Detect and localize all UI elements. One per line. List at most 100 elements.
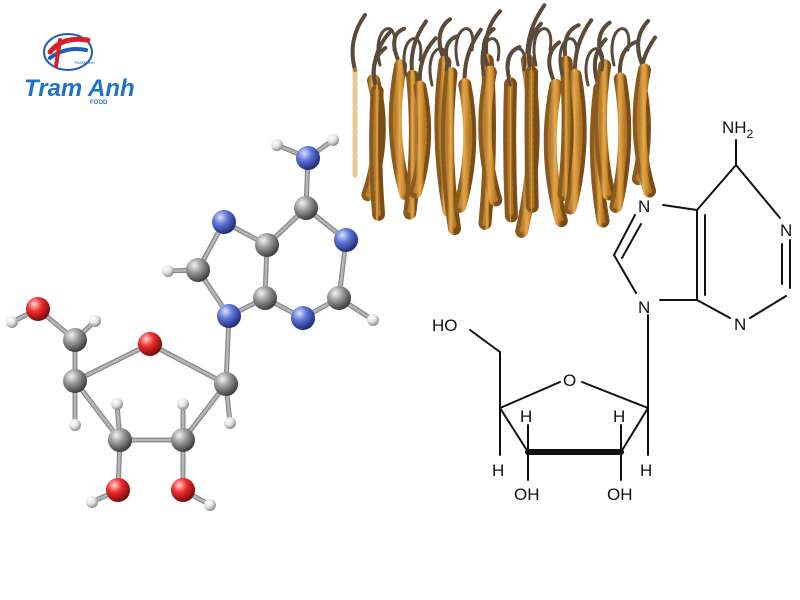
label-n3: N xyxy=(734,315,746,334)
stroma-0 xyxy=(350,13,367,72)
atom-h-h5o xyxy=(6,316,18,328)
stroma-curl-5 xyxy=(506,47,527,87)
atom-c-c5p xyxy=(63,328,87,352)
label-oh2: OH xyxy=(607,485,633,504)
bond-c1-o4 xyxy=(581,381,649,409)
cordyceps-rings-11 xyxy=(507,81,514,219)
atom-n-n1 xyxy=(334,228,358,252)
label-h-c3: H xyxy=(520,407,532,426)
label-oh3: OH xyxy=(514,485,540,504)
atom-c-c4p xyxy=(63,369,87,393)
atom-h-h2p xyxy=(177,398,189,410)
cordyceps-rings-21 xyxy=(636,67,653,194)
cordyceps-rings-7 xyxy=(444,70,458,232)
cordyceps-rings-18 xyxy=(597,63,612,197)
atom-c-c3 xyxy=(108,428,132,452)
stroma-curl-6 xyxy=(532,27,553,67)
cordyceps-rings-19 xyxy=(613,76,628,209)
ball-bond-highlight-O4-C4p xyxy=(73,342,152,383)
cordyceps-rings-14 xyxy=(547,82,564,224)
bond-c1-c2 xyxy=(620,407,649,453)
stroma-curl-0 xyxy=(376,27,397,67)
label-h-c1: H xyxy=(640,461,652,480)
atom-c-c8 xyxy=(186,258,210,282)
atom-h-h2o xyxy=(204,499,216,511)
stroma-curl-7 xyxy=(558,37,579,77)
bond-c2-n3 xyxy=(749,295,787,319)
logo-mark-icon: TRAM ANH xyxy=(43,33,95,71)
bond-c5-n7 xyxy=(662,204,698,211)
ball-and-stick-model xyxy=(6,134,379,511)
bond-o4-c4 xyxy=(499,381,561,409)
atom-o-o3 xyxy=(106,478,130,502)
stroma-21 xyxy=(636,19,651,72)
label-h-c2: H xyxy=(613,407,625,426)
atom-h-h8 xyxy=(162,265,174,277)
cordyceps-rings-3 xyxy=(392,63,409,197)
atom-h-h6a xyxy=(271,139,283,151)
label-n7: N xyxy=(638,197,650,216)
atom-h-h6b xyxy=(327,134,339,146)
atom-h-h2 xyxy=(367,314,379,326)
logo-sub-text: FOOD xyxy=(90,100,108,106)
stroma-curl-3 xyxy=(454,27,475,67)
ball-bond-highlight-C4p-C3 xyxy=(73,379,122,442)
ball-model-atoms xyxy=(6,134,379,511)
atom-o-o2 xyxy=(171,478,195,502)
cordyceps-rings-13 xyxy=(528,70,535,209)
bond-c8-n9 xyxy=(613,254,637,294)
atom-c-c2 xyxy=(327,286,351,310)
structure-labels: NH2 N N N N O HO OH OH H H H H xyxy=(432,118,792,504)
bond-n7-c8 xyxy=(613,214,636,256)
atom-n-n6 xyxy=(296,146,320,170)
atom-n-n9 xyxy=(217,304,241,328)
atom-c-c6 xyxy=(294,196,318,220)
brand-logo: TRAM ANH Tram Anh FOOD xyxy=(24,33,135,106)
label-h-c4: H xyxy=(492,461,504,480)
atom-c-c5 xyxy=(255,233,279,257)
label-ring-o: O xyxy=(563,371,576,390)
atom-h-h3o xyxy=(86,496,98,508)
atom-h-h5p xyxy=(89,315,101,327)
logo-mark-text: TRAM ANH xyxy=(74,60,95,65)
stroma-curl-1 xyxy=(402,37,423,77)
atom-n-n7 xyxy=(212,210,236,234)
atom-o-o4 xyxy=(138,332,162,356)
ball-bond-highlight-C1-O4 xyxy=(148,342,228,386)
stroma-curl-2 xyxy=(428,47,449,87)
cordyceps-rings-4 xyxy=(407,73,418,216)
cordyceps-rings-2 xyxy=(373,88,382,217)
cordyceps-rings-8 xyxy=(457,82,473,209)
cordyceps-rings-16 xyxy=(567,72,583,211)
atom-c-c4 xyxy=(253,286,277,310)
bond-c5prime-o5 xyxy=(469,329,501,353)
stroma-curl-4 xyxy=(480,37,501,77)
stroma-curl-8 xyxy=(584,47,605,87)
bond-n3-c4 xyxy=(696,299,731,319)
bond-c6-n1 xyxy=(735,164,781,219)
atom-c-c1 xyxy=(214,372,238,396)
bond-c5-c6 xyxy=(696,164,737,211)
ball-model-bonds xyxy=(9,137,376,508)
cordyceps-rings-5 xyxy=(413,84,428,195)
atom-c-c2p xyxy=(171,428,195,452)
label-nh2: NH2 xyxy=(722,118,754,141)
bond-n7-c8-inner xyxy=(621,223,642,259)
label-ho5: HO xyxy=(432,316,458,335)
stroma-5 xyxy=(417,36,438,90)
skeletal-structure xyxy=(469,139,791,481)
atom-h-h3 xyxy=(111,398,123,410)
label-n9: N xyxy=(638,298,650,317)
atom-o-o5 xyxy=(26,297,50,321)
logo-brand-text: Tram Anh xyxy=(24,75,135,102)
atom-h-h1 xyxy=(224,417,236,429)
cordyceps-rings-10 xyxy=(482,69,499,203)
label-n1: N xyxy=(780,221,792,240)
atom-h-h4p xyxy=(69,419,81,431)
atom-n-n3 xyxy=(291,306,315,330)
stroma-curl-9 xyxy=(610,27,631,67)
bond-c4-c3 xyxy=(499,407,529,453)
cordyceps-photo xyxy=(348,3,658,238)
